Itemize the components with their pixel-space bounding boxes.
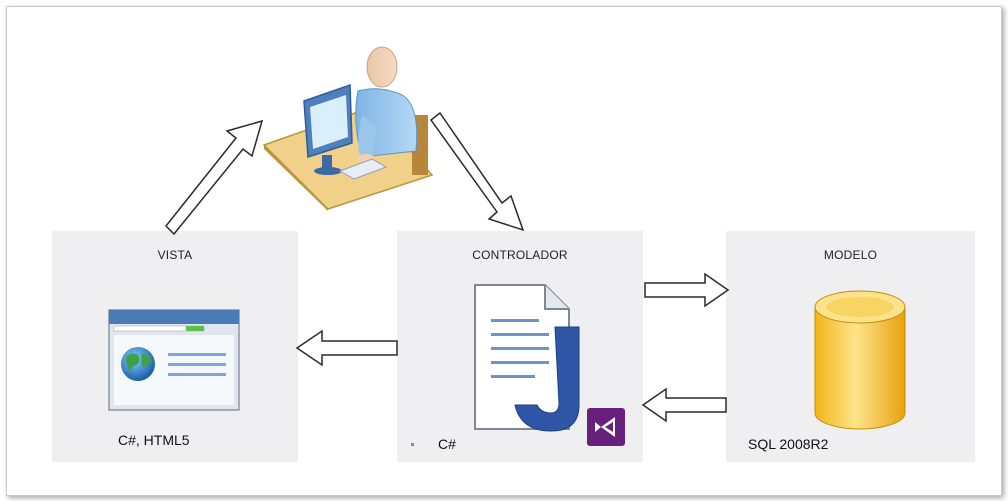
vista-tech: C#, HTML5 xyxy=(118,432,190,448)
controlador-panel: CONTROLADOR C# xyxy=(397,231,643,462)
code-document-icon xyxy=(474,284,580,432)
arrow-user-to-controlador xyxy=(429,111,525,232)
visual-studio-icon xyxy=(587,408,625,446)
user-at-computer-icon xyxy=(262,46,434,211)
bullet-dot xyxy=(411,443,414,446)
vista-title: VISTA xyxy=(157,248,193,262)
web-browser-globe-icon xyxy=(108,309,240,411)
arrow-modelo-to-controlador xyxy=(641,387,727,423)
vista-panel: VISTA C#, HTML5 xyxy=(52,231,298,462)
controlador-title: CONTROLADOR xyxy=(472,248,568,262)
modelo-tech: SQL 2008R2 xyxy=(748,436,829,452)
modelo-panel: MODELO SQL 2008R2 xyxy=(726,231,975,462)
controlador-tech: C# xyxy=(438,436,456,452)
arrow-vista-to-user xyxy=(164,119,264,236)
arrow-controlador-to-vista xyxy=(295,329,398,367)
arrow-controlador-to-modelo xyxy=(644,272,730,308)
modelo-title: MODELO xyxy=(823,248,878,262)
database-cylinder-icon xyxy=(814,290,906,430)
